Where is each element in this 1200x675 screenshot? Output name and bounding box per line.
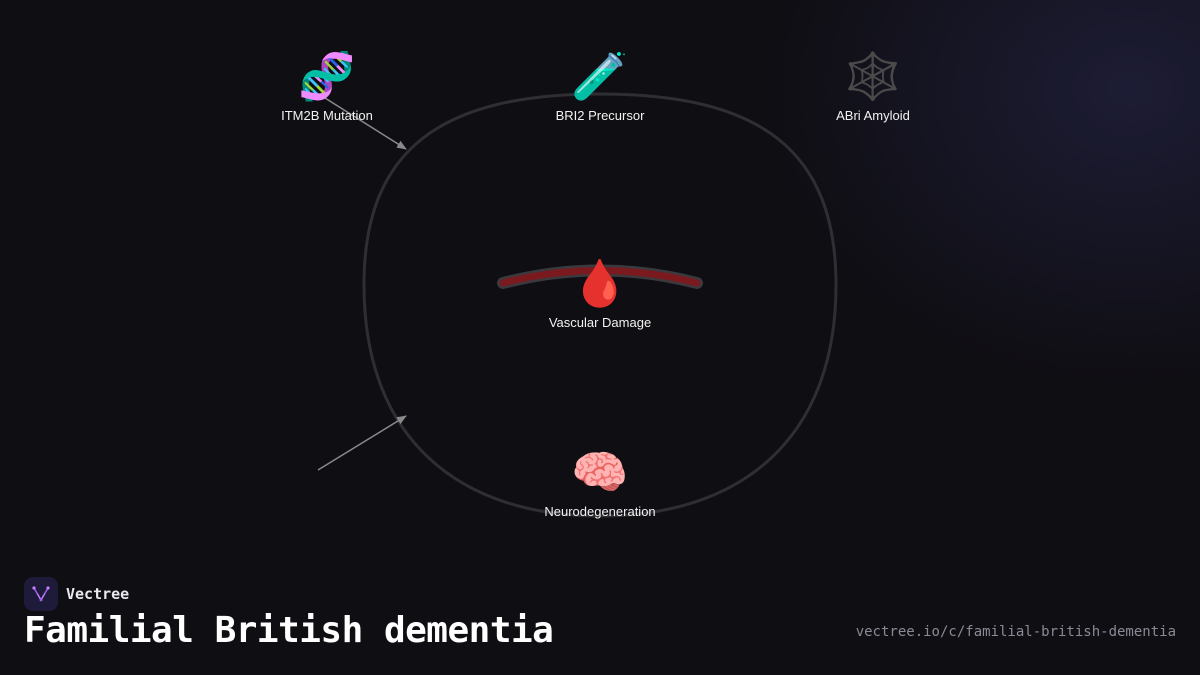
node-abri-amyloid: 🕸️ ABri Amyloid (773, 48, 973, 123)
arrow-itm2b-to-loop (324, 97, 407, 150)
node-itm2b-mutation: 🧬 ITM2B Mutation (227, 48, 427, 123)
node-label: BRI2 Precursor (555, 108, 645, 123)
arrow-into-loop-lower (317, 415, 407, 471)
spider-web-icon: 🕸️ (844, 50, 902, 102)
node-label: Vascular Damage (548, 315, 652, 330)
node-label: ABri Amyloid (836, 108, 910, 123)
vectree-logo-icon (24, 577, 58, 611)
dna-icon: 🧬 (298, 50, 356, 102)
node-label: ITM2B Mutation (281, 108, 373, 123)
blood-drop-icon: 🩸 (571, 257, 629, 309)
cycle-loop (362, 92, 838, 518)
test-tube-icon: 🧪 (571, 50, 629, 102)
brain-icon: 🧠 (571, 446, 629, 498)
page-url[interactable]: vectree.io/c/familial-british-dementia (855, 624, 1176, 640)
node-bri2-precursor: 🧪 BRI2 Precursor (500, 48, 700, 123)
brand[interactable]: Vectree (24, 577, 129, 611)
node-vascular-damage: 🩸 Vascular Damage (500, 255, 700, 330)
node-label: Neurodegeneration (544, 504, 656, 519)
page-title: Familial British dementia (24, 610, 554, 651)
brand-name: Vectree (66, 585, 130, 603)
vessel-curve-inner (499, 267, 701, 287)
node-neurodegeneration: 🧠 Neurodegeneration (500, 444, 700, 519)
